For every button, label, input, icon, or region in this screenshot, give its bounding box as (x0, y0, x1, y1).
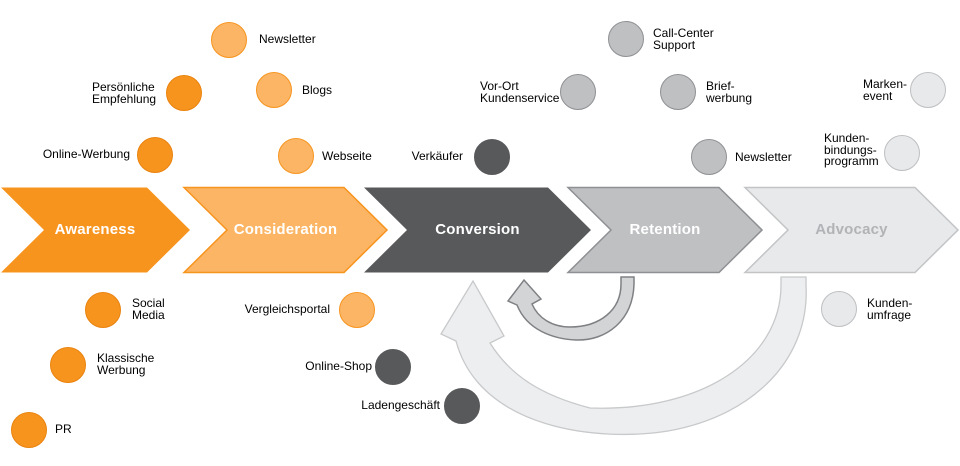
stage-label-advocacy: Advocacy (815, 221, 888, 238)
touchpoint-label-vor-ort-kundenservice: Vor-Ort Kundenservice (480, 79, 560, 105)
touchpoint-label-online-shop: Online-Shop (305, 359, 372, 373)
touchpoint-circle-vor-ort-kundenservice (560, 74, 596, 110)
touchpoint-label-call-center-support: Call-Center Support (653, 26, 714, 52)
loop-arrow-advocacy-to-conversion-icon (440, 276, 807, 436)
stage-arrow-retention (566, 186, 764, 274)
touchpoint-circle-call-center-support (608, 21, 644, 57)
touchpoint-circle-newsletter-retention (691, 139, 727, 175)
touchpoint-label-online-werbung: Online-Werbung (42, 147, 130, 161)
touchpoint-circle-kundenumfrage (821, 291, 857, 327)
touchpoint-circle-vergleichsportal (339, 292, 375, 328)
touchpoint-circle-ladengeschaeft (444, 388, 480, 424)
touchpoint-circle-pr (11, 412, 47, 448)
touchpoint-label-pr: PR (55, 422, 72, 436)
stage-label-conversion: Conversion (435, 221, 520, 238)
loop-arrow-retention-to-conversion-icon (506, 276, 635, 341)
stage-arrow-consideration (182, 186, 389, 274)
touchpoint-label-kundenumfrage: Kunden- umfrage (867, 296, 913, 322)
stage-label-retention: Retention (629, 221, 701, 238)
touchpoint-circle-online-shop (375, 349, 411, 385)
touchpoint-label-briefwerbung: Brief- werbung (706, 79, 753, 105)
touchpoint-circle-kundenbindungsprogramm (884, 135, 920, 171)
touchpoint-label-persoenliche-empfehlung: Persönliche Empfehlung (92, 80, 157, 106)
touchpoint-circle-webseite (278, 138, 314, 174)
touchpoint-circle-blogs (256, 72, 292, 108)
stage-arrow-awareness (1, 187, 190, 273)
stage-arrow-conversion (364, 187, 591, 273)
touchpoint-circle-social-media (85, 292, 121, 328)
touchpoint-label-social-media: Social Media (132, 296, 165, 322)
touchpoint-label-kundenbindungsprogramm: Kunden- bindungs- programm (824, 131, 879, 168)
touchpoint-circle-verkaeufer (474, 139, 510, 175)
stage-arrow-advocacy (743, 186, 960, 274)
touchpoint-label-klassische-werbung: Klassische Werbung (97, 351, 155, 377)
touchpoint-circle-online-werbung (137, 137, 173, 173)
touchpoint-circle-newsletter-awareness (211, 22, 247, 58)
touchpoint-label-blogs: Blogs (302, 83, 333, 97)
touchpoint-circle-markenevent (910, 72, 946, 108)
touchpoint-circle-briefwerbung (660, 74, 696, 110)
touchpoint-label-markenevent: Marken- event (863, 77, 908, 103)
touchpoint-label-ladengeschaeft: Ladengeschäft (361, 398, 440, 412)
touchpoint-label-webseite: Webseite (322, 149, 372, 163)
stage-label-awareness: Awareness (54, 221, 136, 238)
touchpoint-label-verkaeufer: Verkäufer (411, 149, 463, 163)
touchpoint-label-newsletter-retention: Newsletter (735, 150, 792, 164)
touchpoint-label-newsletter-awareness: Newsletter (259, 32, 316, 46)
touchpoint-circle-klassische-werbung (50, 347, 86, 383)
touchpoint-circle-persoenliche-empfehlung (166, 75, 202, 111)
stage-label-consideration: Consideration (233, 221, 338, 238)
touchpoint-label-vergleichsportal: Vergleichsportal (244, 302, 330, 316)
